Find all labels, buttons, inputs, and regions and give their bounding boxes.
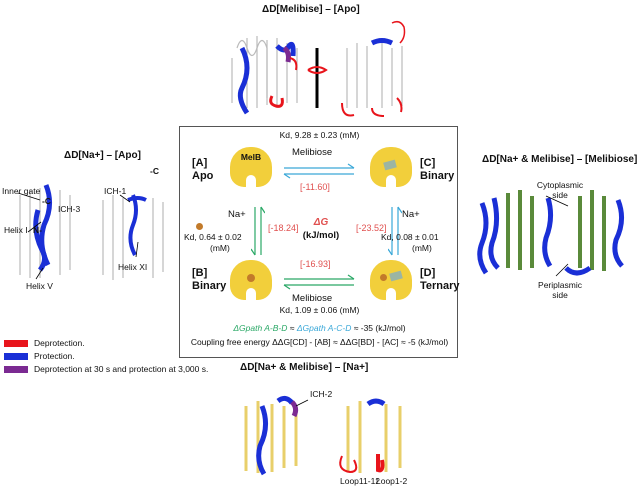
arrows-b-d [283, 274, 355, 290]
left-blue-ich1 [127, 196, 147, 202]
na-left-label: Na+ [228, 209, 246, 220]
kd-top: Kd, 9.28 ± 0.23 (mM) [279, 130, 360, 140]
right-panel-title: ΔD[Na+ & Melibise] – [Melibiose] [482, 154, 638, 165]
bottom-blue-helix-1 [256, 405, 268, 476]
rotation-arrow-icon [307, 66, 328, 74]
melibiose-top-label: Melibiose [292, 147, 333, 158]
state-b-label: [B]Binary [192, 267, 227, 292]
melb-apo-icon: MelB [230, 147, 272, 187]
top-right-protein [346, 43, 403, 108]
bottom-yellow-helices [244, 401, 402, 473]
label-periplasmic-side: Periplasmic side [538, 280, 582, 300]
label-ich3: ICH-3 [58, 204, 81, 214]
label-cytoplasmic-side: Cytoplasmic side [536, 180, 584, 200]
top-right-red-loops [341, 97, 403, 117]
top-left-red-loop [289, 57, 298, 71]
label-helix-11: Helix XI [118, 262, 148, 272]
melb-ternary-icon [370, 260, 412, 300]
dg-left: [-18.24] [268, 223, 299, 233]
label-c-terminus: -C [42, 196, 51, 206]
melb-binary-b-icon [230, 260, 272, 300]
sodium-ion-icon [196, 223, 203, 230]
bottom-red-loop-1-2 [376, 454, 385, 473]
state-a-label: [A]Apo [192, 157, 214, 182]
label-helix-5: Helix V [26, 281, 53, 291]
top-right-red-loop-top [391, 20, 406, 44]
bottom-protein-structures [244, 395, 402, 476]
coupling-free-energy-line: Coupling free energy ΔΔG[CD] - [AB] ≈ ΔΔ… [190, 337, 449, 347]
legend-mixed-label: Deprotection at 30 s and protection at 3… [34, 364, 209, 374]
right-green-helices [506, 190, 606, 271]
top-left-blue-helix-2 [275, 41, 296, 57]
arrows-a-c [283, 163, 355, 179]
top-protein-structures [231, 20, 406, 117]
melb-binary-c-icon [370, 147, 412, 187]
dg-center-symbol: ΔG [313, 217, 329, 228]
label-inner-gate: Inner gate [2, 186, 41, 196]
top-left-purple-region [282, 45, 291, 63]
label-loop-1-2: Loop1-2 [376, 476, 408, 486]
legend-deprotection-label: Deprotection. [34, 338, 85, 348]
kd-left-2: (mM) [210, 243, 230, 253]
kd-right-1: Kd, 0.08 ± 0.01 [381, 232, 439, 242]
label-c-terminus-2: -C [150, 166, 159, 176]
melibiose-bottom-label: Melibiose [292, 293, 333, 304]
bottom-red-loop-11-12 [339, 455, 358, 474]
label-ich2: ICH-2 [310, 389, 333, 399]
thermodynamic-cycle-box: Kd, 9.28 ± 0.23 (mM) [A]Apo MelB Melibio… [179, 126, 460, 358]
state-d-label: [D]Ternary [420, 267, 460, 292]
left-blue-helix-5 [33, 209, 48, 272]
legend-deprotection-swatch [4, 340, 28, 347]
label-n-terminus: N- [33, 225, 42, 235]
bottom-panel-title: ΔD[Na+ & Melibise] – [Na+] [240, 362, 369, 373]
kd-bottom: Kd, 1.09 ± 0.06 (mM) [279, 305, 360, 315]
top-left-blue-helix [237, 46, 250, 115]
top-left-red-loop-2 [269, 95, 284, 108]
kd-left-1: Kd, 0.64 ± 0.02 [184, 232, 242, 242]
bottom-blue-helix-2 [366, 398, 386, 407]
na-right-label: Na+ [402, 209, 420, 220]
top-panel-title: ΔD[Melibise] – [Apo] [262, 4, 360, 15]
left-panel-title: ΔD[Na+] – [Apo] [64, 150, 141, 161]
path-free-energy-line: ΔGpath A-B-D ≈ ΔGpath A-C-D ≈ -35 (kJ/mo… [233, 323, 406, 333]
bottom-blue-ich2 [276, 395, 294, 405]
bottom-purple-region [290, 400, 299, 418]
label-helix-1: Helix I [4, 225, 28, 235]
arrows-a-b [251, 206, 265, 256]
left-blue-helix-11 [128, 194, 138, 256]
top-right-blue-helix [370, 38, 394, 46]
legend-protection-swatch [4, 353, 28, 360]
arrows-c-d [388, 206, 402, 256]
state-c-label: [C]Binary [420, 157, 455, 182]
kd-right-2: (mM) [412, 243, 432, 253]
dg-right: [-23.52] [356, 223, 387, 233]
legend-protection-label: Protection. [34, 351, 75, 361]
left-protein-2 [102, 195, 164, 280]
left-protein-structures [17, 184, 164, 280]
right-blue-helices [477, 197, 624, 276]
label-loop-11-12: Loop11-12 [340, 476, 381, 486]
right-protein-structures [477, 190, 624, 277]
label-ich1: ICH-1 [104, 186, 127, 196]
dg-bottom: [-16.93] [300, 259, 331, 269]
dg-center-unit: (kJ/mol) [302, 230, 340, 241]
dg-top: [-11.60] [300, 182, 330, 192]
legend-mixed-swatch [4, 366, 28, 373]
